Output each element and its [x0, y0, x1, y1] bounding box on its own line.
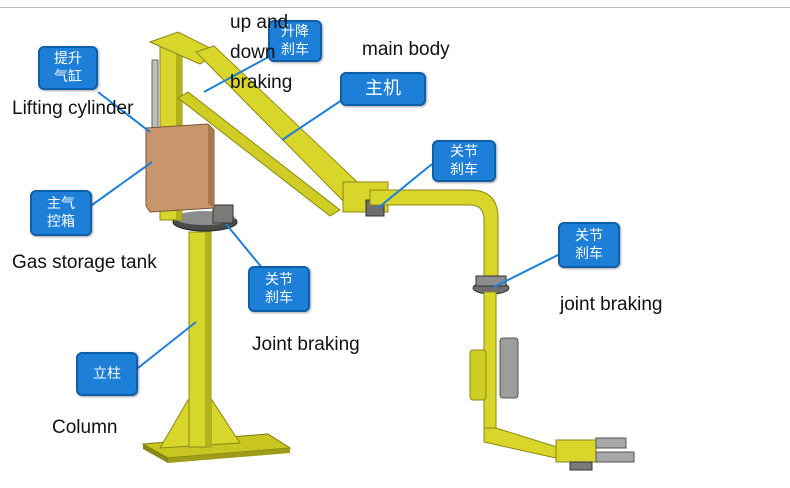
callout-main-gas-box: 主气控箱 [30, 190, 92, 236]
label-joint-braking-right: joint braking [560, 294, 663, 315]
gas-storage-box [145, 123, 215, 213]
callout-joint-brake-base: 关节刹车 [248, 266, 310, 312]
callout-joint-brake-right: 关节刹车 [558, 222, 620, 268]
label-up-and-down-braking: up and down braking [230, 12, 293, 93]
label-column: Column [52, 417, 118, 438]
label-lifting-cylinder: Lifting cylinder [12, 98, 134, 119]
callout-up-down-braking: 升降刹车 [268, 20, 322, 62]
callout-joint-brake-arm: 关节刹车 [432, 140, 496, 182]
label-joint-braking-lower: Joint braking [252, 334, 360, 355]
label-gas-storage-tank: Gas storage tank [12, 252, 157, 273]
forearm [369, 189, 499, 281]
top-divider-line [0, 7, 790, 8]
label-main-body: main body [362, 39, 450, 60]
callout-column: 立柱 [76, 352, 138, 396]
callout-lifting-cylinder: 提升气缸 [38, 46, 98, 90]
callout-main-body: 主机 [340, 72, 426, 106]
